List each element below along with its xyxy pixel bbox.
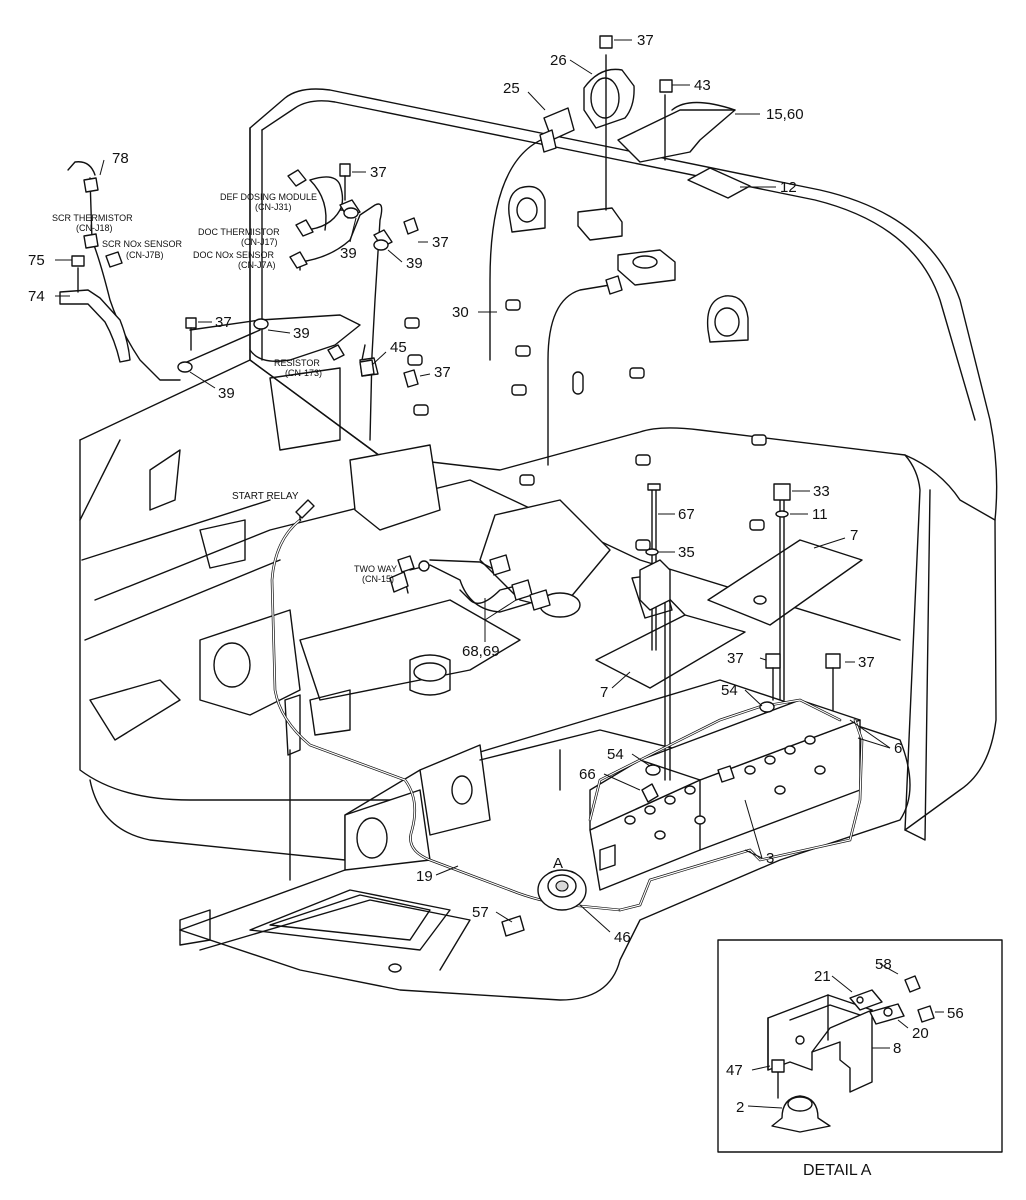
callout-35: 35 (678, 544, 695, 561)
label-doc-thermistor: DOC THERMISTOR (198, 227, 280, 237)
label-two-way: TWO WAY (354, 564, 397, 574)
callout-numbers: 37 26 25 43 15,60 12 78 37 37 39 39 75 7… (28, 32, 964, 1116)
detail-a-caption: DETAIL A (803, 1162, 872, 1179)
label-resistor-cn: (CN-173) (285, 368, 322, 378)
callout-67: 67 (678, 506, 695, 523)
callout-12: 12 (780, 179, 797, 196)
label-scr-thermistor-cn: (CN-J18) (76, 223, 113, 233)
callout-37: 37 (727, 650, 744, 667)
callout-58: 58 (875, 956, 892, 973)
callout-6: 6 (894, 740, 902, 757)
label-start-relay: START RELAY (232, 491, 299, 502)
brackets (59, 35, 751, 911)
callout-a: A (553, 855, 563, 872)
callout-2: 2 (736, 1099, 744, 1116)
label-two-way-cn: (CN-15) (362, 574, 394, 584)
label-def-dosing: DEF DOSING MODULE (220, 192, 317, 202)
callout-26: 26 (550, 52, 567, 69)
label-resistor: RESISTOR (274, 358, 320, 368)
lower-frame (89, 679, 911, 1001)
callout-45: 45 (390, 339, 407, 356)
callout-43: 43 (694, 77, 711, 94)
callout-66: 66 (579, 766, 596, 783)
callout-74: 74 (28, 288, 45, 305)
callout-57: 57 (472, 904, 489, 921)
callout-75: 75 (28, 252, 45, 269)
callout-37: 37 (434, 364, 451, 381)
detail-a-panel (717, 939, 1003, 1153)
callout-20: 20 (912, 1025, 929, 1042)
wiring-harness (67, 107, 864, 937)
callout-37: 37 (432, 234, 449, 251)
battery-hold-hardware (645, 483, 841, 781)
callout-47: 47 (726, 1062, 743, 1079)
counterweight (249, 88, 998, 841)
callout-15-60: 15,60 (766, 106, 804, 123)
callout-56: 56 (947, 1005, 964, 1022)
callout-37: 37 (370, 164, 387, 181)
label-scr-nox-cn: (CN-J7B) (126, 250, 164, 260)
callout-54: 54 (721, 682, 738, 699)
label-def-dosing-cn: (CN-J31) (255, 202, 292, 212)
callout-37: 37 (858, 654, 875, 671)
batteries (589, 699, 861, 891)
connector-labels: DEF DOSING MODULE (CN-J31) DOC THERMISTO… (52, 192, 397, 584)
callout-39: 39 (340, 245, 357, 262)
callout-78: 78 (112, 150, 129, 167)
callout-3: 3 (766, 850, 774, 867)
callout-7: 7 (850, 527, 858, 544)
callout-54: 54 (607, 746, 624, 763)
callout-46: 46 (614, 929, 631, 946)
callout-19: 19 (416, 868, 433, 885)
label-doc-thermistor-cn: (CN-J17) (241, 237, 278, 247)
callout-21: 21 (814, 968, 831, 985)
label-scr-nox: SCR NOx SENSOR (102, 239, 183, 249)
upper-frame (79, 359, 901, 801)
callout-8: 8 (893, 1040, 901, 1057)
label-doc-nox-cn: (CN-J7A) (238, 260, 276, 270)
label-doc-nox: DOC NOx SENSOR (193, 250, 275, 260)
callout-37: 37 (637, 32, 654, 49)
callout-11: 11 (812, 506, 828, 523)
callout-33: 33 (813, 483, 830, 500)
callout-39: 39 (406, 255, 423, 272)
callout-25: 25 (503, 80, 520, 97)
leader-lines (55, 39, 944, 1109)
callout-68-69: 68,69 (462, 643, 500, 660)
label-scr-thermistor: SCR THERMISTOR (52, 213, 133, 223)
callout-39: 39 (218, 385, 235, 402)
callout-39: 39 (293, 325, 310, 342)
callout-7: 7 (600, 684, 608, 701)
callout-30: 30 (452, 304, 469, 321)
callout-37: 37 (215, 314, 232, 331)
